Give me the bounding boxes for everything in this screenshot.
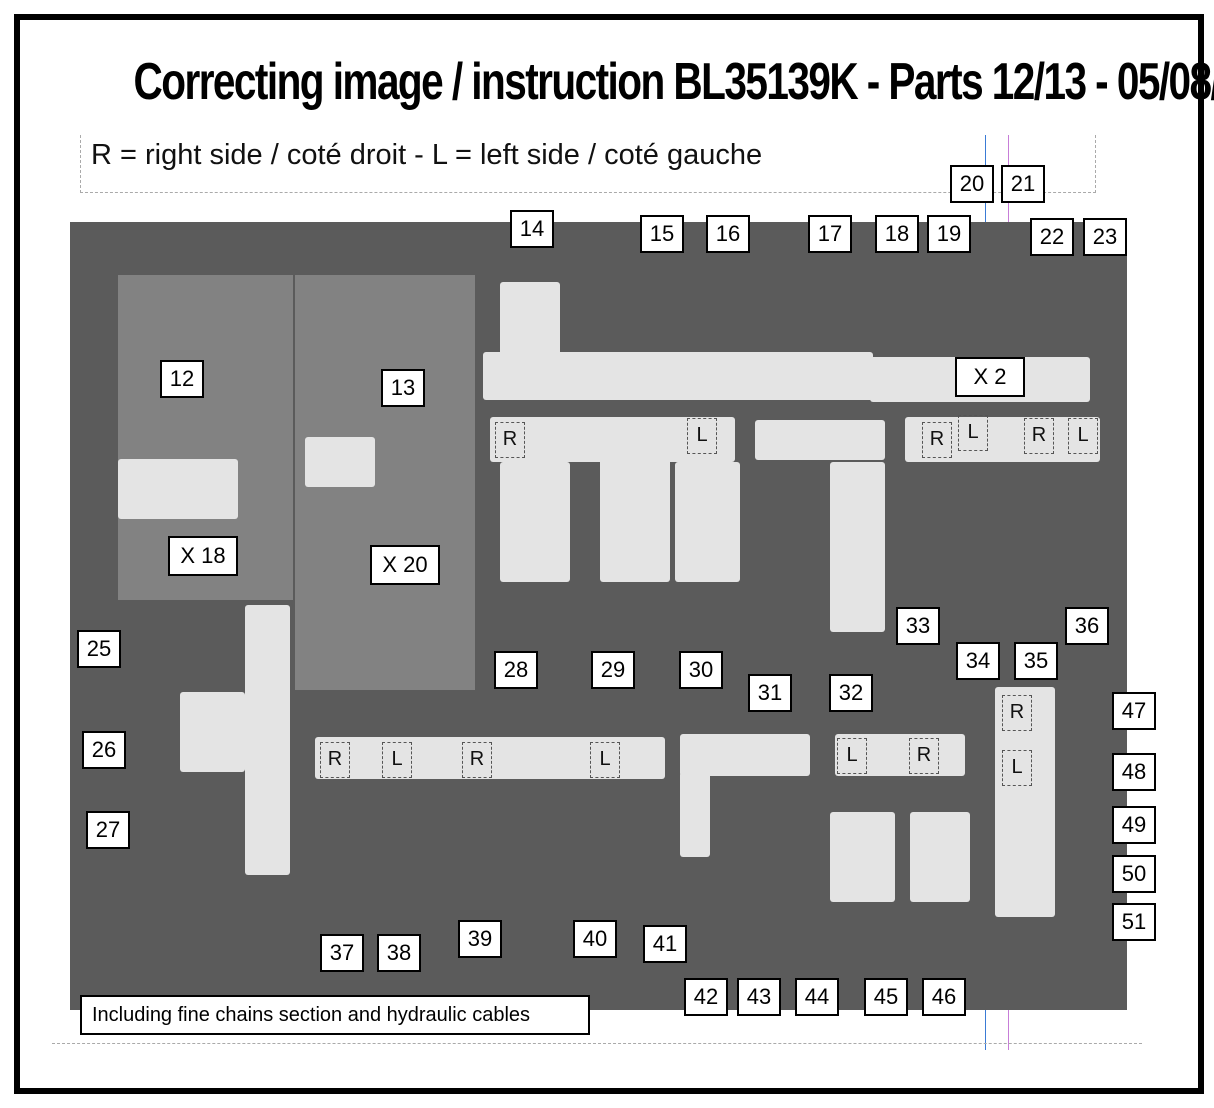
part-14 xyxy=(500,282,560,357)
part-label: 33 xyxy=(896,607,940,645)
page-title: Correcting image / instruction BL35139K … xyxy=(133,53,1214,111)
part-label: 41 xyxy=(643,925,687,963)
quantity-label: X 2 xyxy=(955,357,1025,397)
part-46 xyxy=(910,812,970,902)
part-label: 37 xyxy=(320,934,364,972)
side-legend: R = right side / coté droit - L = left s… xyxy=(80,135,1096,193)
part-label: 43 xyxy=(737,978,781,1016)
side-mark: L xyxy=(958,415,988,451)
part-28 xyxy=(500,462,570,582)
part-26 xyxy=(180,692,245,772)
part-label: 51 xyxy=(1112,903,1156,941)
part-label: 26 xyxy=(82,731,126,769)
part-label: 18 xyxy=(875,215,919,253)
sprue-37-40 xyxy=(315,737,665,779)
part-label: 20 xyxy=(950,165,994,203)
part-label: 39 xyxy=(458,920,502,958)
part-label: 27 xyxy=(86,811,130,849)
side-mark: R xyxy=(1002,695,1032,731)
side-mark: L xyxy=(1002,750,1032,786)
part-label: 42 xyxy=(684,978,728,1016)
sprue-14-17 xyxy=(483,352,873,400)
part-label: 40 xyxy=(573,920,617,958)
side-mark: R xyxy=(462,742,492,778)
side-mark: L xyxy=(687,418,717,454)
part-label: 36 xyxy=(1065,607,1109,645)
side-mark: L xyxy=(837,738,867,774)
part-label: 28 xyxy=(494,651,538,689)
part-label: 16 xyxy=(706,215,750,253)
part-41 xyxy=(680,772,710,857)
part-label: 29 xyxy=(591,651,635,689)
part-label: 46 xyxy=(922,978,966,1016)
part-label: 49 xyxy=(1112,806,1156,844)
part-29 xyxy=(600,452,670,582)
quantity-label: X 18 xyxy=(168,536,238,576)
part-label: 32 xyxy=(829,674,873,712)
part-label: 48 xyxy=(1112,753,1156,791)
side-mark: R xyxy=(1024,418,1054,454)
part-label: 47 xyxy=(1112,692,1156,730)
part-label: 21 xyxy=(1001,165,1045,203)
part-label: 35 xyxy=(1014,642,1058,680)
part-label: 50 xyxy=(1112,855,1156,893)
sprue-33-36 xyxy=(905,417,1100,462)
sprue-25-27 xyxy=(245,605,290,875)
sprue-41-44 xyxy=(680,734,810,776)
part-label: 14 xyxy=(510,210,554,248)
side-mark: R xyxy=(922,422,952,458)
part-32 xyxy=(830,462,885,632)
part-label: 23 xyxy=(1083,218,1127,256)
quantity-label: X 20 xyxy=(370,545,440,585)
part-label: 45 xyxy=(864,978,908,1016)
part-label: 44 xyxy=(795,978,839,1016)
sprue-45-46 xyxy=(835,734,965,776)
part-label: 25 xyxy=(77,630,121,668)
side-mark: L xyxy=(1068,418,1098,454)
side-mark: R xyxy=(909,738,939,774)
parts-photo xyxy=(70,222,1127,1010)
part-label: 31 xyxy=(748,674,792,712)
side-mark: L xyxy=(382,742,412,778)
sprue-31-32 xyxy=(755,420,885,460)
side-mark: R xyxy=(320,742,350,778)
sprue-47-51 xyxy=(995,687,1055,917)
part-label: 13 xyxy=(381,369,425,407)
page-border xyxy=(14,14,1204,1094)
part-label: 38 xyxy=(377,934,421,972)
part-label: 30 xyxy=(679,651,723,689)
part-45 xyxy=(830,812,895,902)
side-mark: R xyxy=(495,422,525,458)
part-label: 34 xyxy=(956,642,1000,680)
part-label: 12 xyxy=(160,360,204,398)
part-label: 17 xyxy=(808,215,852,253)
note-box: Including fine chains section and hydrau… xyxy=(80,995,590,1035)
part-30 xyxy=(675,462,740,582)
part-13 xyxy=(305,437,375,487)
part-label: 19 xyxy=(927,215,971,253)
part-label: 22 xyxy=(1030,218,1074,256)
part-label: 15 xyxy=(640,215,684,253)
part-12 xyxy=(118,459,238,519)
side-mark: L xyxy=(590,742,620,778)
divider xyxy=(52,1043,1142,1044)
